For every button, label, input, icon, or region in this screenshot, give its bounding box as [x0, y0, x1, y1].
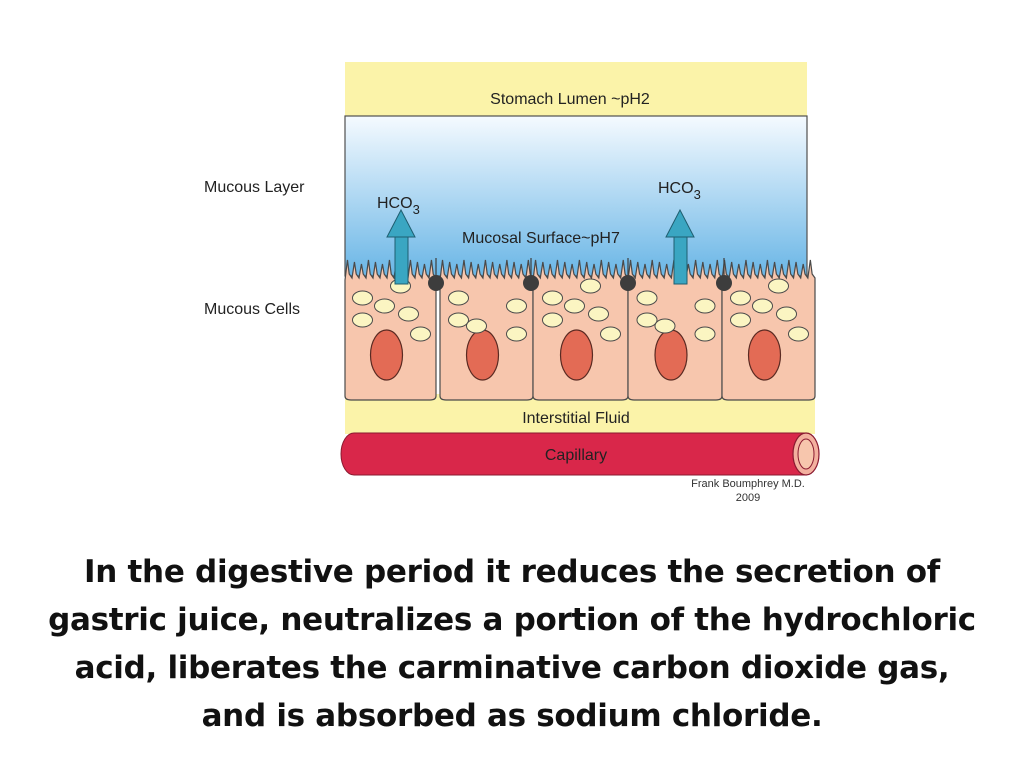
secretory-granule [752, 298, 773, 314]
secretory-granule [600, 326, 621, 342]
capillary-label: Capillary [545, 447, 607, 464]
cell-nucleus [747, 329, 782, 381]
mucous-layer-label: Mucous Layer [204, 179, 305, 196]
secretory-granule [466, 318, 487, 334]
secretory-granule [564, 298, 585, 314]
secretory-granule [788, 326, 809, 342]
interstitial-fluid-band [345, 394, 815, 434]
secretory-granule [374, 298, 395, 314]
secretory-granule [636, 290, 658, 306]
tight-junction-dot [428, 275, 444, 291]
capillary [340, 432, 820, 476]
cell-nucleus [465, 329, 500, 381]
credit-author: Frank Boumphrey M.D. [691, 478, 805, 490]
secretory-granule [410, 326, 431, 342]
secretory-granule [398, 306, 419, 322]
secretory-granule [636, 312, 658, 328]
tight-junction-dot [523, 275, 539, 291]
secretory-granule [448, 312, 469, 328]
caption-text: In the digestive period it reduces the s… [48, 554, 976, 734]
tight-junction-dot [620, 275, 636, 291]
mucous-cells-label: Mucous Cells [204, 301, 300, 318]
mucosal-surface-label: Mucosal Surface~pH7 [462, 230, 620, 247]
cell-nucleus [654, 329, 688, 381]
credit-year: 2009 [736, 492, 760, 504]
hco3-arrow-left [386, 208, 416, 285]
stomach-lumen-label: Stomach Lumen ~pH2 [490, 91, 650, 108]
secretory-granule [542, 290, 563, 306]
mucous-layer [344, 115, 808, 277]
secretory-granule [588, 306, 609, 322]
hco3-label-right: HCO3 [658, 180, 701, 202]
secretory-granule [730, 290, 751, 306]
cell-nucleus [559, 329, 594, 381]
interstitial-fluid-label: Interstitial Fluid [522, 410, 630, 427]
secretory-granule [768, 278, 789, 294]
gastric-mucosa-diagram: Stomach Lumen ~pH2 Mucous Layer Mucous C… [204, 62, 820, 504]
hco3-arrow-right [665, 208, 695, 285]
secretory-granule [448, 290, 469, 306]
cell-nucleus [369, 329, 404, 381]
secretory-granule [776, 306, 797, 322]
secretory-granule [730, 312, 751, 328]
secretory-granule [694, 326, 716, 342]
secretory-granule [654, 318, 676, 334]
secretory-granule [580, 278, 601, 294]
secretory-granule [352, 312, 373, 328]
secretory-granule [506, 298, 527, 314]
secretory-granule [506, 326, 527, 342]
secretory-granule [352, 290, 373, 306]
secretory-granule [694, 298, 716, 314]
tight-junction-dot [716, 275, 732, 291]
stomach-lumen-band [345, 62, 807, 116]
hco3-label-left: HCO3 [377, 195, 420, 217]
mucous-cells-group [344, 258, 816, 401]
secretory-granule [542, 312, 563, 328]
